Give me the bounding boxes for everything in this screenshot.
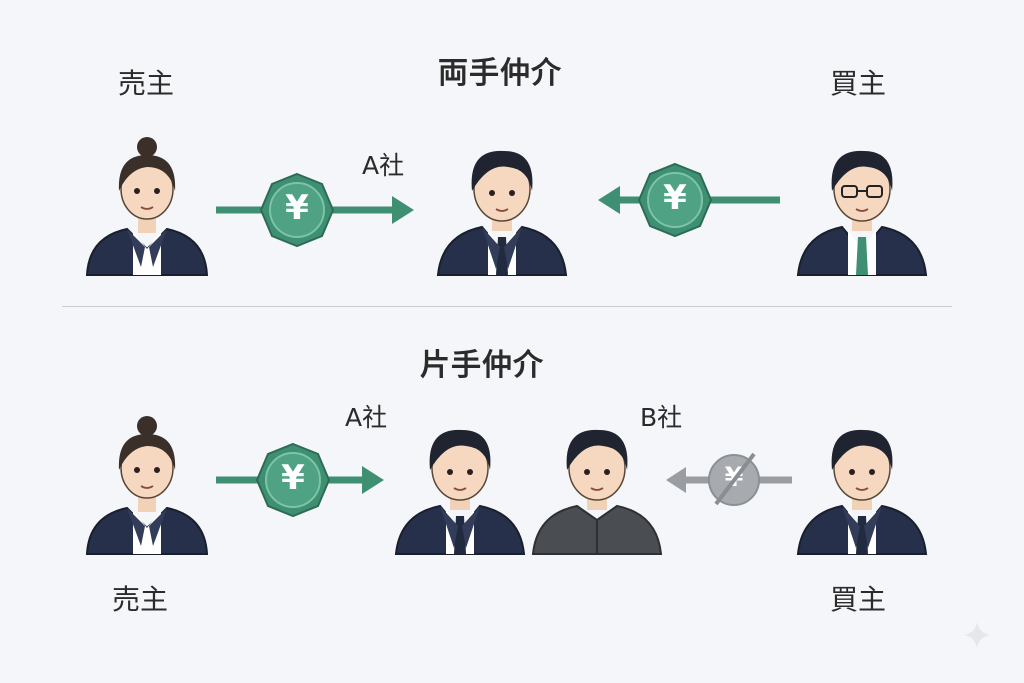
top-seller-yen-symbol: ¥ [285,188,309,228]
top-seller-label: 売主 [118,67,175,100]
sparkle-icon [964,622,990,648]
bottom-seller-label: 売主 [112,583,169,616]
bottom-agent-b-figure [532,428,662,555]
bottom-buyer-no-payment-slash-icon [714,452,756,506]
top-title: 両手仲介 [438,56,562,91]
top-buyer-figure [797,149,927,276]
bottom-company-b-label: B社 [640,403,683,432]
bottom-agent-a-figure [395,428,525,555]
bottom-title: 片手仲介 [420,348,544,383]
top-agent-figure [437,149,567,276]
bottom-company-a-label: A社 [345,403,388,432]
section-divider [62,306,952,307]
bottom-seller-yen-symbol: ¥ [281,458,305,498]
top-buyer-yen-symbol: ¥ [663,178,687,218]
bottom-buyer-figure [797,428,927,555]
top-company-a-label: A社 [362,151,405,180]
top-seller-figure [86,136,208,276]
bottom-buyer-label: 買主 [830,583,887,616]
top-buyer-label: 買主 [830,67,887,100]
bottom-seller-figure [86,415,208,555]
